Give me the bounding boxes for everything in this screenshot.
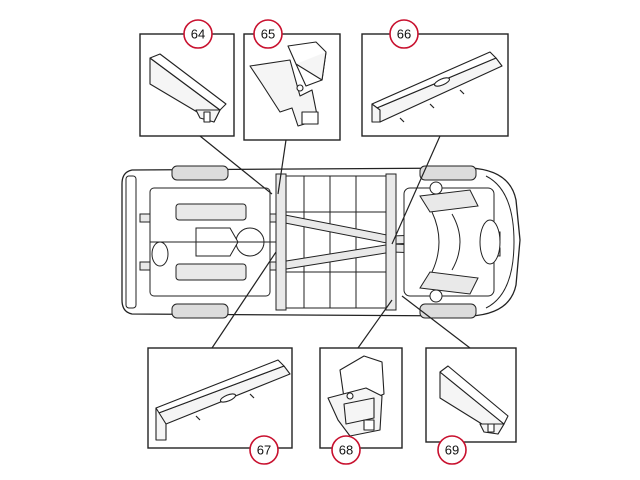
part-panel-69 [425,347,517,443]
part-panel-68 [319,347,403,449]
rear-left-tire [171,165,229,181]
front-right-tire [419,303,477,319]
rear-bumper [125,175,137,309]
callout-65: 65 [253,19,283,49]
right-sill-member [385,173,397,311]
part-panel-66 [361,33,509,137]
leader-line-68 [357,299,393,349]
callout-label-64: 64 [191,27,205,42]
rear-axle-area [149,187,276,297]
leader-line-64 [199,135,273,195]
vehicle-underbody [121,165,521,319]
callout-66: 66 [389,19,419,49]
leader-line-69 [401,295,471,349]
leader-line-66 [391,135,441,245]
callout-68: 68 [331,435,361,465]
callout-67: 67 [249,435,279,465]
callout-64: 64 [183,19,213,49]
left-sill-member [275,173,287,311]
callout-69: 69 [437,435,467,465]
callout-label-67: 67 [257,443,271,458]
floor-panels [279,175,391,309]
leader-line-67 [211,251,277,349]
callout-label-66: 66 [397,27,411,42]
part-panel-64 [139,33,235,137]
part-panel-65 [243,33,341,141]
callout-label-69: 69 [445,443,459,458]
leader-lines [199,135,471,349]
front-suspension-area [403,181,501,303]
callout-label-65: 65 [261,27,275,42]
front-left-tire [419,165,477,181]
leader-line-65 [277,139,287,195]
callout-label-68: 68 [339,443,353,458]
rear-right-tire [171,303,229,319]
part-panel-67 [147,347,293,449]
